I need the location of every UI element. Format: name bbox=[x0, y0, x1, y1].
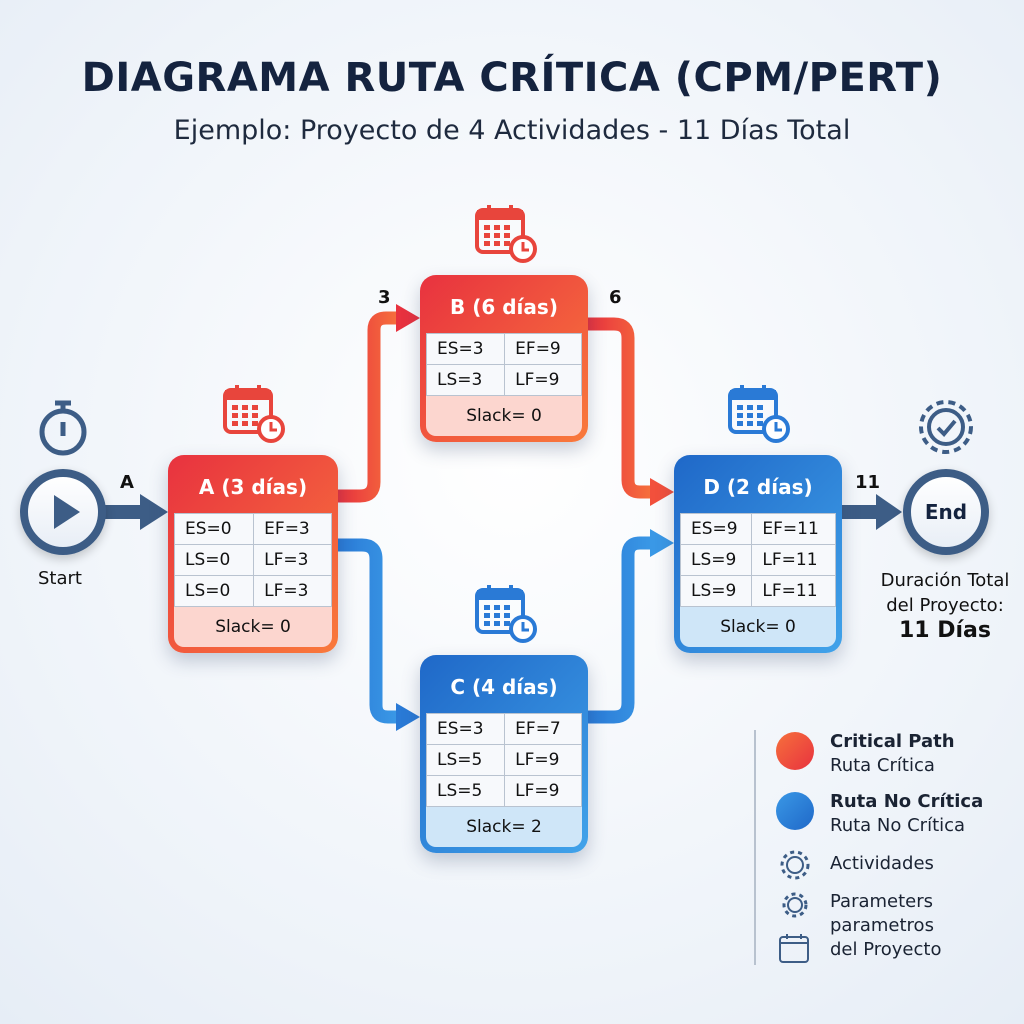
node-cell: ES=9 bbox=[679, 513, 753, 545]
calendar-clock-icon bbox=[475, 585, 537, 643]
node-cell: EF=9 bbox=[504, 333, 582, 365]
node-cell: EF=11 bbox=[751, 513, 836, 545]
arrow-d-end bbox=[840, 494, 902, 530]
start-label: Start bbox=[38, 568, 82, 589]
calendar-icon bbox=[779, 934, 809, 963]
arrow-start-a bbox=[104, 494, 168, 530]
start-node[interactable] bbox=[20, 469, 106, 555]
legend-critical-sub: Ruta Crítica bbox=[830, 755, 935, 776]
noncritical-dot-icon bbox=[776, 792, 814, 830]
gear-icon bbox=[782, 892, 808, 918]
arrow-a-c bbox=[338, 538, 420, 731]
node-slack: Slack= 0 bbox=[174, 607, 332, 647]
node-cell: LF=9 bbox=[504, 775, 582, 807]
legend-params-1: Parameters bbox=[830, 891, 934, 912]
gear-icon bbox=[780, 850, 810, 880]
node-cell: LS=9 bbox=[679, 544, 753, 576]
node-cell: LF=3 bbox=[253, 575, 332, 607]
node-cell: LS=3 bbox=[425, 364, 506, 396]
duration-label-1: Duración Total bbox=[880, 570, 1010, 591]
node-title: A (3 días) bbox=[198, 475, 308, 499]
calendar-clock-icon bbox=[475, 205, 537, 263]
gear-check-icon bbox=[919, 400, 973, 454]
node-title: D (2 días) bbox=[703, 475, 813, 499]
arrow-a-b bbox=[338, 304, 420, 503]
node-cell: LF=11 bbox=[751, 544, 836, 576]
legend-params-2: parametros bbox=[830, 915, 934, 936]
duration-value: 11 Días bbox=[898, 618, 992, 643]
edge-label-bd: 6 bbox=[609, 287, 622, 308]
node-cell: LS=0 bbox=[173, 575, 255, 607]
edge-label-start: A bbox=[120, 472, 134, 493]
node-cell: LF=3 bbox=[253, 544, 332, 576]
page-title: DIAGRAMA RUTA CRÍTICA (CPM/PERT) bbox=[81, 55, 943, 101]
duration-summary: Duración Total del Proyecto: 11 Días bbox=[850, 568, 1024, 643]
play-icon bbox=[54, 495, 80, 529]
node-cell: LS=0 bbox=[173, 544, 255, 576]
legend-critical-title: Critical Path bbox=[830, 731, 955, 752]
node-cell: EF=7 bbox=[504, 713, 582, 745]
critical-dot-icon bbox=[776, 732, 814, 770]
calendar-clock-icon bbox=[728, 385, 790, 443]
arrow-b-d bbox=[588, 317, 674, 506]
node-cell: LS=5 bbox=[425, 744, 506, 776]
node-cell: ES=0 bbox=[173, 513, 255, 545]
legend-activities: Actividades bbox=[830, 853, 934, 874]
node-cell: ES=3 bbox=[425, 713, 506, 745]
end-node[interactable]: End bbox=[903, 469, 989, 555]
node-cell: LF=9 bbox=[504, 364, 582, 396]
legend-noncritical-sub: Ruta No Crítica bbox=[830, 815, 966, 836]
node-cell: ES=3 bbox=[425, 333, 506, 365]
edge-label-end: 11 bbox=[855, 472, 881, 493]
node-title: B (6 días) bbox=[450, 295, 558, 319]
node-slack: Slack= 0 bbox=[680, 607, 836, 647]
node-cell: LF=11 bbox=[751, 575, 836, 607]
node-cell: LS=5 bbox=[425, 775, 506, 807]
legend-params-3: del Proyecto bbox=[830, 939, 942, 960]
edge-label-ab: 3 bbox=[378, 287, 391, 308]
legend-noncritical-title: Ruta No Crítica bbox=[830, 791, 984, 812]
page-subtitle: Ejemplo: Proyecto de 4 Actividades - 11 … bbox=[173, 115, 851, 146]
node-cell: LS=9 bbox=[679, 575, 753, 607]
node-cell: LF=9 bbox=[504, 744, 582, 776]
node-slack: Slack= 2 bbox=[426, 807, 582, 847]
node-title: C (4 días) bbox=[450, 675, 558, 699]
stopwatch-icon bbox=[39, 400, 87, 456]
node-cell: EF=3 bbox=[253, 513, 332, 545]
duration-label-2: del Proyecto: bbox=[886, 595, 1004, 616]
arrow-c-d bbox=[588, 529, 674, 724]
end-label: End bbox=[924, 500, 968, 524]
calendar-clock-icon bbox=[223, 385, 285, 443]
node-slack: Slack= 0 bbox=[426, 396, 582, 436]
